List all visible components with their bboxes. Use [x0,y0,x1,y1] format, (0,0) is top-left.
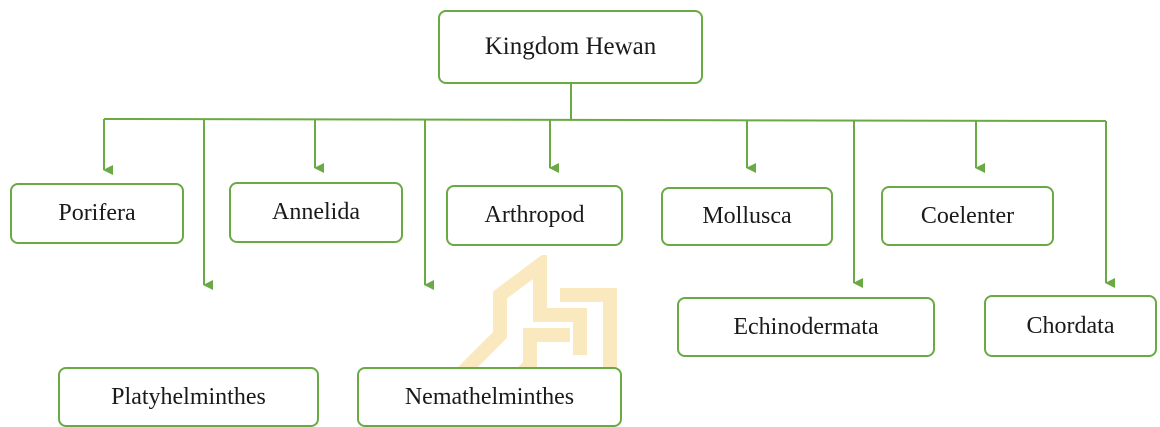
root-label: Kingdom Hewan [484,33,657,60]
node-chordata: Chordata [984,295,1157,357]
node-coelenter: Coelenter [881,186,1054,246]
node-echinodermata: Echinodermata [677,297,935,357]
node-label: Coelenter [920,202,1015,229]
node-label: Arthropod [484,202,585,228]
node-label: Annelida [272,199,360,225]
node-mollusca: Mollusca [661,187,833,246]
node-label: Echinodermata [733,313,879,340]
node-label: Mollusca [702,203,792,229]
node-label: Chordata [1026,312,1115,339]
root-node-kingdom-hewan: Kingdom Hewan [438,10,703,84]
horizontal-bus-line [103,118,1107,122]
node-nemathelminthes: Nemathelminthes [357,367,622,427]
node-porifera: Porifera [10,183,184,244]
node-label: Nemathelminthes [404,383,575,410]
node-annelida: Annelida [229,182,403,243]
node-label: Porifera [58,200,136,226]
node-platyhelminthes: Platyhelminthes [58,367,319,427]
node-label: Platyhelminthes [111,383,266,410]
node-arthropod: Arthropod [446,185,623,246]
